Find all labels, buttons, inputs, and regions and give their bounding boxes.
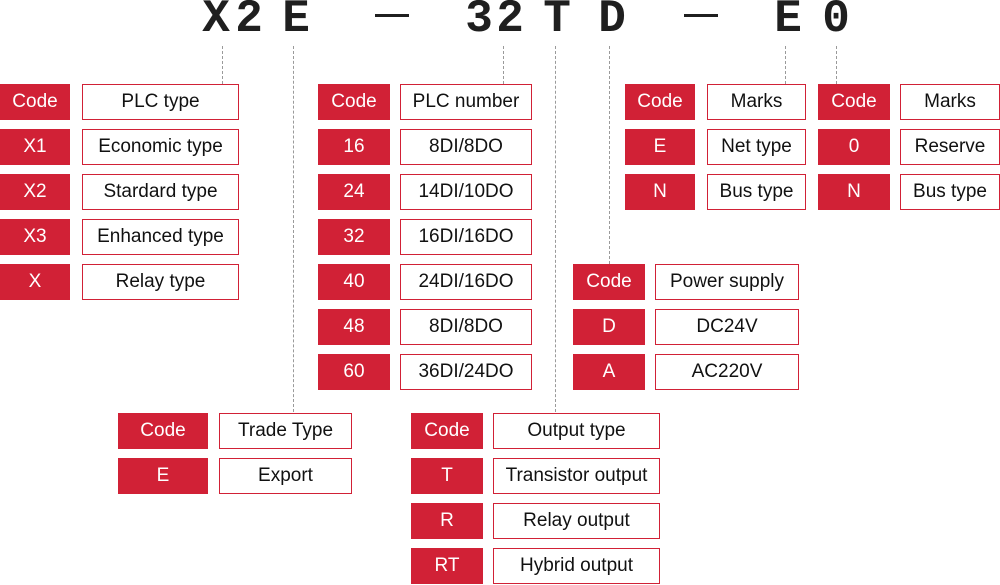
model-char-2: 2 [235, 0, 263, 45]
desc-header: Marks [707, 84, 806, 120]
connector-power-supply [609, 46, 610, 264]
desc-header: PLC type [82, 84, 239, 120]
model-char-e: E [282, 0, 310, 45]
model-char-3: 3 [465, 0, 493, 45]
code-header: Code [625, 84, 695, 120]
desc-header: Power supply [655, 264, 799, 300]
code-cell: 32 [318, 219, 390, 255]
desc-cell: 8DI/8DO [400, 309, 532, 345]
code-cell: 60 [318, 354, 390, 390]
desc-cell: Reserve [900, 129, 1000, 165]
code-cell: N [818, 174, 890, 210]
code-cell: RT [411, 548, 483, 584]
connector-reserve [836, 46, 837, 84]
model-dash-1 [375, 14, 409, 17]
desc-cell: Transistor output [493, 458, 660, 494]
model-char-e2: E [774, 0, 802, 45]
code-cell: 40 [318, 264, 390, 300]
model-char-2b: 2 [496, 0, 524, 45]
desc-header: Output type [493, 413, 660, 449]
code-cell: 0 [818, 129, 890, 165]
code-cell: X2 [0, 174, 70, 210]
desc-cell: Hybrid output [493, 548, 660, 584]
code-cell: X3 [0, 219, 70, 255]
desc-cell: AC220V [655, 354, 799, 390]
code-cell: 16 [318, 129, 390, 165]
desc-cell: 24DI/16DO [400, 264, 532, 300]
connector-plc-type [222, 46, 223, 84]
code-cell: E [625, 129, 695, 165]
desc-cell: Relay output [493, 503, 660, 539]
desc-cell: DC24V [655, 309, 799, 345]
desc-cell: Net type [707, 129, 806, 165]
code-header: Code [573, 264, 645, 300]
code-cell: 48 [318, 309, 390, 345]
desc-cell: Stardard type [82, 174, 239, 210]
desc-cell: Economic type [82, 129, 239, 165]
desc-cell: 36DI/24DO [400, 354, 532, 390]
model-char-0: 0 [822, 0, 850, 45]
code-cell: N [625, 174, 695, 210]
code-cell: 24 [318, 174, 390, 210]
desc-cell: Enhanced type [82, 219, 239, 255]
desc-cell: 8DI/8DO [400, 129, 532, 165]
code-header: Code [0, 84, 70, 120]
connector-output-type [555, 46, 556, 412]
code-cell: R [411, 503, 483, 539]
code-header: Code [118, 413, 208, 449]
code-header: Code [411, 413, 483, 449]
desc-cell: Export [219, 458, 352, 494]
desc-header: Marks [900, 84, 1000, 120]
desc-cell: Relay type [82, 264, 239, 300]
connector-trade-type [293, 46, 294, 412]
code-cell: E [118, 458, 208, 494]
code-cell: X1 [0, 129, 70, 165]
model-char-t: T [543, 0, 571, 45]
code-cell: D [573, 309, 645, 345]
code-cell: X [0, 264, 70, 300]
desc-cell: Bus type [900, 174, 1000, 210]
desc-cell: 16DI/16DO [400, 219, 532, 255]
connector-plc-number [503, 46, 504, 84]
desc-header: PLC number [400, 84, 532, 120]
code-cell: A [573, 354, 645, 390]
connector-marks [785, 46, 786, 84]
code-cell: T [411, 458, 483, 494]
model-dash-2 [684, 14, 718, 17]
desc-cell: 14DI/10DO [400, 174, 532, 210]
desc-cell: Bus type [707, 174, 806, 210]
desc-header: Trade Type [219, 413, 352, 449]
code-header: Code [818, 84, 890, 120]
code-header: Code [318, 84, 390, 120]
model-char-x: X [202, 0, 230, 45]
model-char-d: D [598, 0, 626, 45]
